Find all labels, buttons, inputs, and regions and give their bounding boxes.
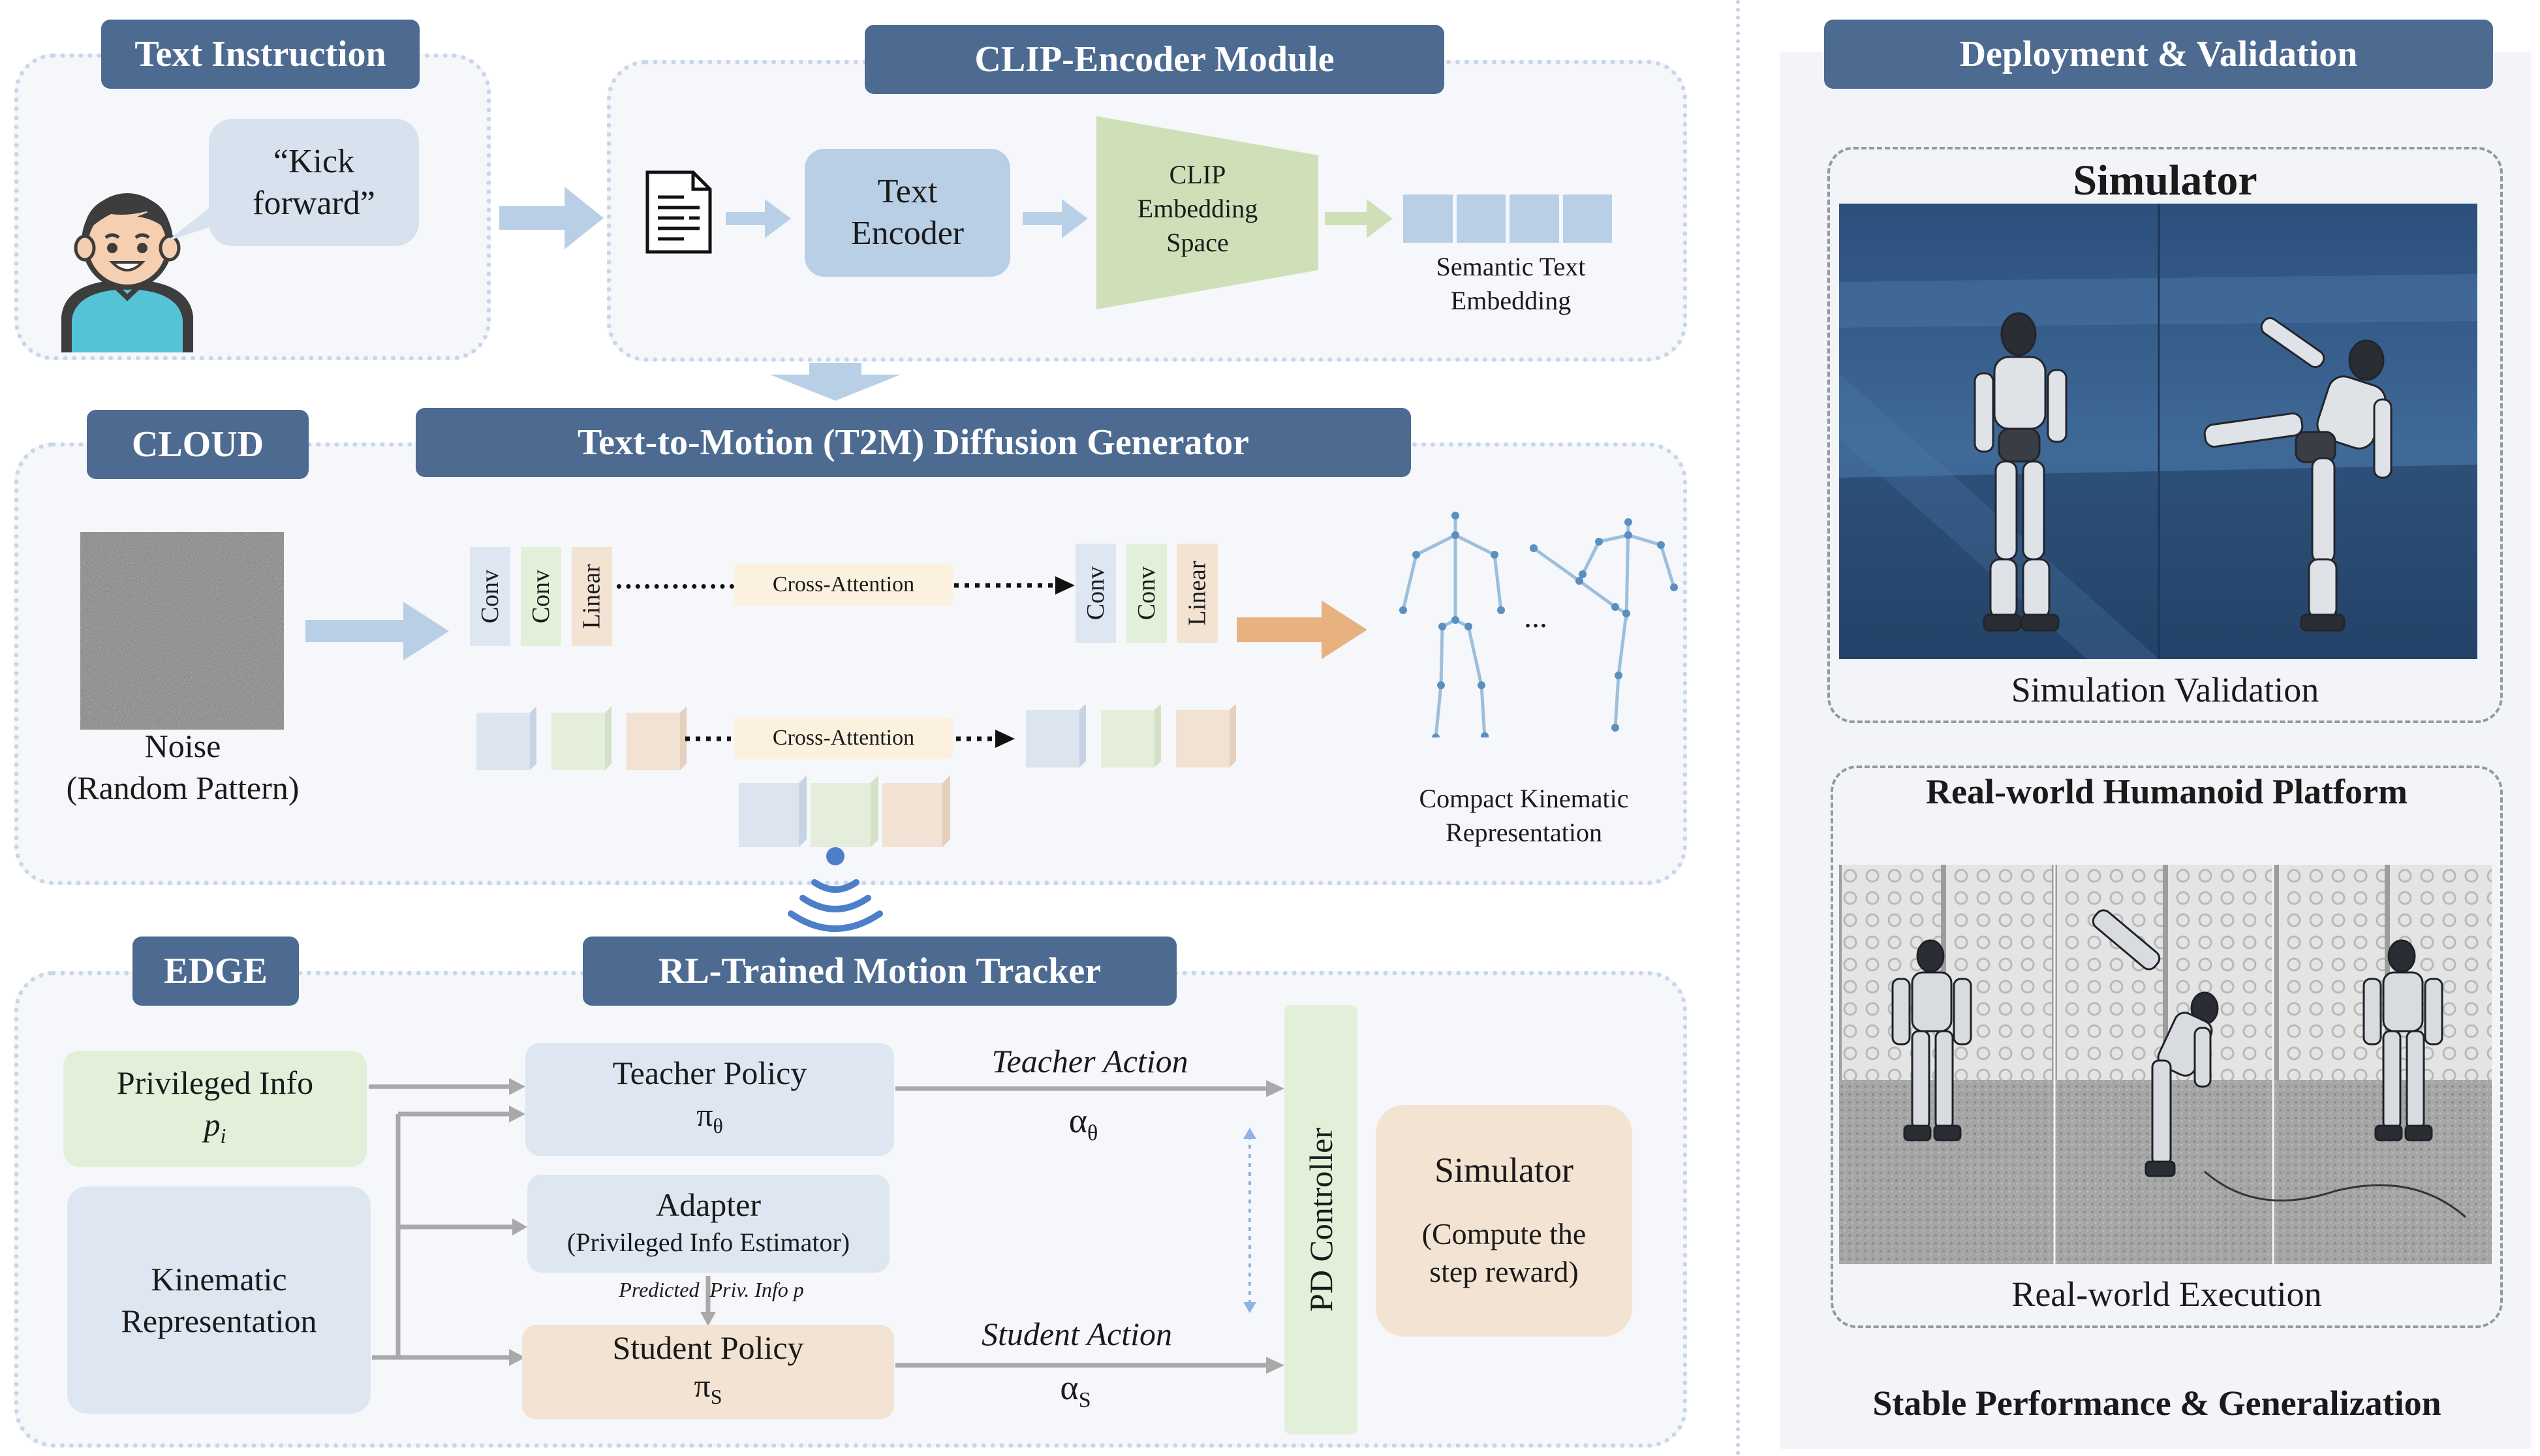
edge-simulator-box: Simulator (Compute the step reward) [1376, 1105, 1632, 1337]
noise-label: Noise (Random Pattern) [39, 724, 326, 809]
compact-kinematic-label: Compact Kinematic Representation [1384, 780, 1664, 852]
cross-attention-block-2: Cross-Attention [734, 717, 953, 759]
compact-line-1: Compact Kinematic [1419, 784, 1629, 813]
real-robot-3 [2362, 939, 2443, 1141]
adapter-title: Adapter [655, 1186, 762, 1223]
arrow-clip-to-semantic [1325, 199, 1393, 238]
speech-bubble: “Kick forward” [209, 119, 419, 246]
real-robot-2 [2092, 909, 2219, 1177]
clip-embedding-label: CLIP Embedding Space [1096, 144, 1299, 274]
clip-line-2: Embedding [1137, 194, 1258, 223]
embedding-cell [1403, 194, 1453, 243]
speech-line-2: forward” [253, 184, 375, 222]
embedding-cell [1510, 194, 1559, 243]
real-world-execution-label: Real-world Execution [2011, 1275, 2322, 1314]
arrow-instruction-to-clip [499, 187, 604, 249]
conv-layer-1: Conv [470, 547, 510, 646]
arrow-network-to-kinematic [1237, 600, 1367, 659]
tracker-header: RL-Trained Motion Tracker [583, 937, 1177, 1006]
stable-performance-label: Stable Performance & Generalization [1872, 1384, 2441, 1423]
predicted-priv-info-label: Predicted Priv. Info p [619, 1278, 804, 1301]
privileged-info-box: Privileged Info pi [63, 1051, 367, 1167]
semantic-embedding-vector [1403, 194, 1612, 243]
privileged-symbol: pi [204, 1106, 226, 1147]
dotted-arrow [954, 576, 1075, 595]
arrow-noise-to-network [305, 602, 449, 660]
teacher-alpha: αθ [1068, 1101, 1098, 1145]
clip-line-1: CLIP [1169, 160, 1226, 189]
text-encoder-line-1: Text [877, 173, 938, 210]
noise-line-1: Noise [144, 728, 221, 764]
student-title: Student Policy [612, 1329, 804, 1366]
linear-layer-1: Linear [572, 547, 612, 646]
simulation-image [1839, 204, 2477, 659]
noise-image [80, 532, 284, 730]
edge-sim-line-2: step reward) [1429, 1254, 1579, 1288]
robot-kicking [2203, 317, 2393, 632]
real-world-platform-title: Real-world Humanoid Platform [1926, 772, 2408, 811]
adapter-sub: (Privileged Info Estimator) [566, 1228, 850, 1257]
arrow-doc-to-encoder [726, 199, 791, 238]
clip-line-3: Space [1166, 228, 1229, 257]
dotted-line [617, 584, 734, 589]
robot-standing [1974, 312, 2068, 632]
skeleton-figures [1399, 512, 1678, 737]
semantic-line-1: Semantic Text [1436, 252, 1586, 281]
privileged-line-1: Privileged Info [116, 1064, 314, 1101]
latent-cubes-row [476, 705, 1236, 847]
student-symbol: πS [694, 1367, 722, 1408]
edge-sim-title: Simulator [1434, 1150, 1573, 1190]
cube [476, 706, 536, 770]
document-icon [645, 170, 712, 254]
real-world-dash-frame [1831, 766, 2503, 1328]
real-robot-1 [1891, 939, 1972, 1141]
adapter-box: Adapter (Privileged Info Estimator) [527, 1175, 890, 1273]
t2m-header: Text-to-Motion (T2M) Diffusion Generator [416, 408, 1411, 477]
conv-layer-3: Conv [1076, 544, 1116, 643]
semantic-line-2: Embedding [1450, 286, 1572, 315]
simulator-dash-frame [1827, 147, 2503, 723]
compact-line-2: Representation [1446, 818, 1602, 847]
clip-embedding-trapezoid [1096, 116, 1318, 309]
text-encoder-box: Text Encoder [805, 149, 1010, 277]
kinematic-line-1: Kinematic [151, 1261, 287, 1297]
student-policy-box: Student Policy πS [522, 1325, 894, 1419]
wireless-signal-icon [788, 847, 883, 932]
deployment-header: Deployment & Validation [1824, 20, 2493, 89]
kinematic-representation-box: Kinematic Representation [67, 1186, 371, 1414]
conv-layer-2: Conv [521, 547, 561, 646]
teacher-policy-box: Teacher Policy πθ [525, 1043, 894, 1156]
embedding-cell [1562, 194, 1612, 243]
arrow-encoder-to-embedding [1023, 199, 1088, 238]
noise-line-2: (Random Pattern) [66, 769, 300, 806]
pd-controller-box: PD Controller [1284, 1005, 1357, 1434]
skeleton-ellipsis: ... [1524, 600, 1547, 634]
student-action-label: Student Action [981, 1316, 1173, 1352]
conv-layer-4: Conv [1126, 544, 1167, 643]
edge-connectors [369, 1078, 1284, 1374]
teacher-symbol: πθ [696, 1096, 723, 1138]
edge-sim-line-1: (Compute the [1421, 1216, 1587, 1250]
linear-layer-2: Linear [1177, 544, 1218, 643]
semantic-embedding-label: Semantic Text Embedding [1377, 248, 1645, 320]
text-encoder-line-2: Encoder [850, 215, 965, 252]
cross-attention-block-1: Cross-Attention [734, 564, 953, 606]
embedding-cell [1456, 194, 1506, 243]
teacher-title: Teacher Policy [612, 1055, 807, 1091]
simulator-title: Simulator [2073, 157, 2257, 204]
teacher-action-label: Teacher Action [991, 1043, 1188, 1079]
text-instruction-header: Text Instruction [101, 20, 420, 89]
real-world-image [1839, 865, 2492, 1264]
vertical-divider [1736, 0, 1740, 1456]
student-alpha: αS [1060, 1368, 1091, 1412]
speech-line-1: “Kick [273, 142, 355, 180]
kinematic-line-2: Representation [121, 1303, 317, 1339]
user-avatar-icon [61, 193, 193, 352]
edge-header: EDGE [132, 937, 299, 1006]
cloud-header: CLOUD [87, 410, 309, 479]
clip-encoder-header: CLIP-Encoder Module [865, 25, 1444, 94]
arrow-clip-to-t2m [770, 363, 901, 401]
simulation-validation-label: Simulation Validation [2011, 670, 2319, 709]
